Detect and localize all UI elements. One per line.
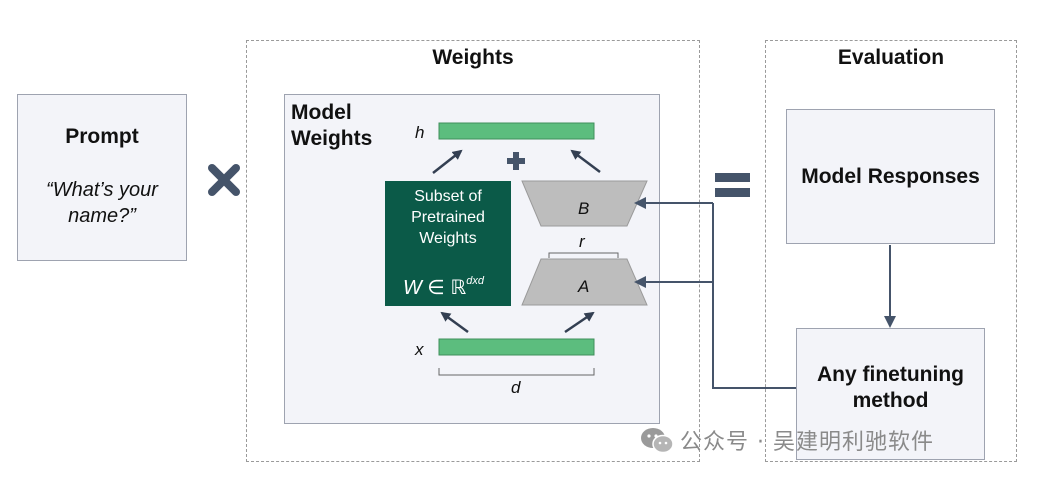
prompt-quote-line1: “What’s your: [46, 179, 158, 201]
watermark-text: 公众号 · 吴建明利驰软件: [680, 430, 934, 455]
lora-b-trapezoid: [521, 180, 648, 227]
model-responses-label: Model Responses: [801, 164, 980, 188]
model-weights-title-line2: Weights: [291, 127, 373, 150]
h-label: h: [415, 123, 425, 142]
d-label: d: [511, 378, 521, 397]
arrow-b-to-h: [570, 149, 601, 173]
h-output-bar: [438, 122, 595, 140]
weights-section-title: Weights: [432, 46, 514, 69]
pretrained-formula-superscript: dxd: [466, 275, 485, 287]
arrow-pretrained-to-h: [432, 149, 463, 174]
equals-icon: [715, 173, 750, 197]
pretrained-line1: Subset of: [414, 188, 482, 205]
b-label: B: [578, 199, 590, 218]
feedback-line: [712, 203, 796, 389]
pretrained-formula: W ∈ ℝdxd: [403, 275, 484, 300]
a-label: A: [578, 277, 590, 296]
model-responses-box: Model Responses: [786, 109, 995, 244]
r-label: r: [579, 232, 585, 251]
lora-a-trapezoid: [521, 258, 648, 306]
finetuning-line1: Any finetuning: [817, 363, 964, 386]
multiply-cross-icon: [208, 164, 240, 196]
watermark: 公众号 · 吴建明利驰软件: [640, 424, 934, 456]
prompt-box: Prompt “What’s your name?”: [17, 94, 187, 261]
prompt-title: Prompt: [65, 125, 139, 148]
plus-icon: [507, 152, 525, 170]
finetuning-line2: method: [852, 389, 929, 412]
evaluation-section-title: Evaluation: [837, 46, 945, 69]
d-bracket: [438, 368, 595, 376]
pretrained-line2: Pretrained: [411, 209, 485, 226]
r-bracket: [548, 252, 619, 258]
wechat-icon: [641, 428, 674, 454]
arrow-x-to-pretrained: [440, 311, 469, 334]
pretrained-line3: Weights: [419, 230, 477, 247]
x-label: x: [415, 340, 424, 359]
pretrained-formula-main: W ∈ ℝ: [403, 277, 467, 299]
finetuning-method-box: [796, 328, 985, 460]
x-input-bar: [438, 338, 595, 356]
arrow-x-to-a: [564, 311, 595, 334]
prompt-quote-line2: name?”: [68, 205, 136, 227]
model-weights-title-line1: Model: [291, 101, 352, 124]
pretrained-weights-block: Subset of Pretrained Weights W ∈ ℝdxd: [385, 181, 511, 306]
